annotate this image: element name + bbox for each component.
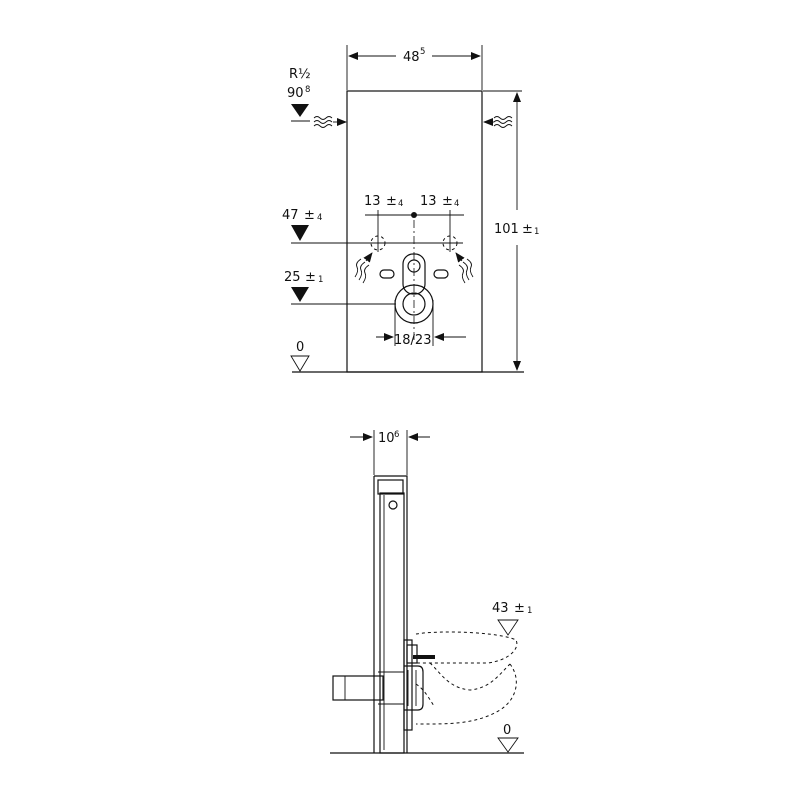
right-spacing-value: 13 bbox=[420, 194, 437, 209]
floor-level-icon bbox=[290, 355, 310, 372]
left-spacing-tolerance-value: 4 bbox=[398, 199, 403, 209]
height-tolerance-value: 1 bbox=[534, 227, 539, 237]
drain-diameter-dimension: 18/23 bbox=[376, 300, 466, 348]
seat-height-tolerance-value: 1 bbox=[527, 606, 532, 616]
seat-height-tolerance-sign: ± bbox=[514, 601, 525, 616]
width-dimension: 48 5 bbox=[346, 45, 483, 90]
seat-height-value: 43 bbox=[492, 601, 509, 616]
level-marker-icon bbox=[291, 225, 309, 241]
toilet-outline bbox=[415, 631, 518, 725]
right-spacing-tolerance-value: 4 bbox=[454, 199, 459, 209]
level-marker-icon bbox=[291, 104, 309, 117]
supply-arrow-left-icon bbox=[354, 252, 373, 284]
water-inlet-left-icon bbox=[313, 116, 347, 128]
height-tolerance-sign: ± bbox=[522, 222, 533, 237]
mount-slot-right-icon bbox=[433, 269, 449, 279]
seat-height-dimension: 43 ± 1 bbox=[492, 601, 532, 636]
drain-height-tolerance-sign: ± bbox=[305, 270, 316, 285]
actuator-plate-icon bbox=[388, 500, 398, 510]
water-height-value: 90 bbox=[287, 86, 304, 101]
water-inlet-right-icon bbox=[483, 116, 513, 128]
depth-superscript: 6 bbox=[394, 430, 399, 440]
front-panel bbox=[346, 90, 483, 373]
upper-connection-dimension: 47 ± 4 bbox=[282, 208, 474, 284]
side-floor-value: 0 bbox=[503, 723, 511, 738]
water-connection-label: R½ 90 8 bbox=[287, 67, 513, 128]
upper-connection-tolerance-sign: ± bbox=[304, 208, 315, 223]
connection-right-icon bbox=[442, 235, 458, 251]
depth-dimension: 10 6 bbox=[350, 430, 430, 475]
upper-connection-value: 47 bbox=[282, 208, 299, 223]
spacing-dimensions: 13 ± 4 13 ± 4 bbox=[364, 194, 464, 340]
level-marker-icon bbox=[497, 619, 519, 636]
drain-height-value: 25 bbox=[284, 270, 301, 285]
right-spacing-tolerance-sign: ± bbox=[442, 194, 453, 209]
drain-height-dimension: 25 ± 1 bbox=[284, 270, 396, 305]
water-height-superscript: 8 bbox=[305, 85, 310, 95]
front-floor-marker: 0 bbox=[290, 340, 310, 372]
drain-pipe bbox=[332, 665, 424, 711]
side-module bbox=[373, 475, 435, 754]
front-floor-value: 0 bbox=[296, 340, 304, 355]
mount-slot-left-icon bbox=[379, 269, 395, 279]
left-spacing-value: 13 bbox=[364, 194, 381, 209]
upper-connection-tolerance-value: 4 bbox=[317, 213, 322, 223]
side-floor-marker: 0 bbox=[497, 723, 519, 753]
supply-arrow-right-icon bbox=[455, 252, 474, 284]
connection-left-icon bbox=[370, 235, 386, 251]
drain-diameter-value: 18/23 bbox=[394, 333, 431, 348]
height-value: 101 bbox=[494, 222, 519, 237]
width-superscript: 5 bbox=[420, 47, 425, 57]
width-value: 48 bbox=[403, 50, 420, 65]
depth-value: 10 bbox=[378, 431, 395, 446]
front-view: 48 5 101 ± 1 R½ 90 8 bbox=[282, 45, 539, 373]
height-dimension: 101 ± 1 bbox=[483, 90, 539, 371]
left-spacing-tolerance-sign: ± bbox=[386, 194, 397, 209]
floor-level-icon bbox=[497, 737, 519, 753]
side-view: 10 6 bbox=[330, 430, 532, 754]
level-marker-icon bbox=[291, 287, 309, 302]
thread-size: R½ bbox=[289, 67, 311, 82]
drain-height-tolerance-value: 1 bbox=[318, 275, 323, 285]
